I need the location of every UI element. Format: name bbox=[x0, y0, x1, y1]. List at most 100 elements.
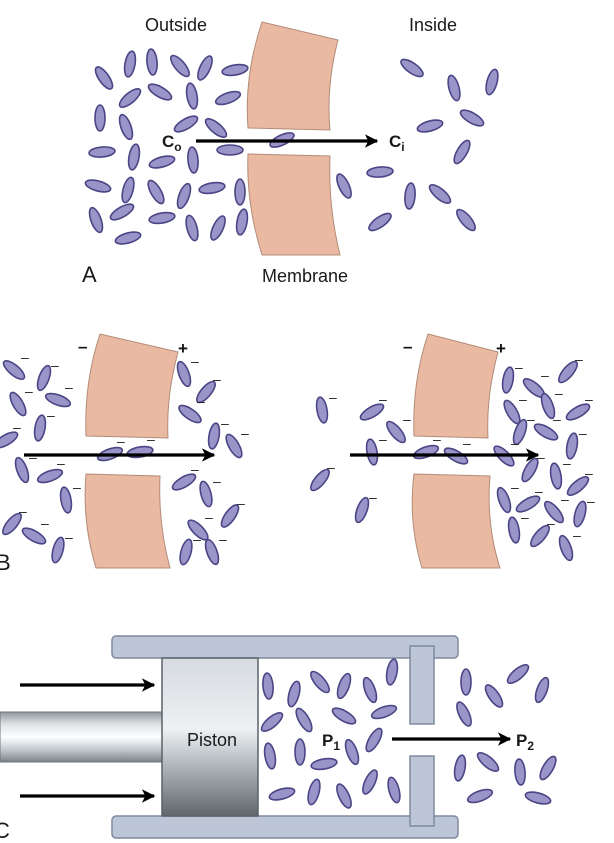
anion bbox=[2, 512, 22, 536]
cylinder-top-wall bbox=[111, 635, 459, 659]
anion-charge-sign: – bbox=[191, 353, 199, 369]
anion-charge-sign: – bbox=[511, 479, 519, 495]
anion-charge-sign: – bbox=[561, 491, 569, 507]
anion bbox=[544, 500, 564, 524]
anion bbox=[558, 534, 574, 562]
panel-c: Piston bbox=[0, 635, 557, 843]
panel-c-letter: C bbox=[0, 818, 10, 843]
molecule-group-outside bbox=[84, 48, 249, 245]
anion-charge-sign: – bbox=[547, 515, 555, 531]
anion bbox=[178, 404, 202, 424]
anion bbox=[512, 418, 528, 446]
anion-charge-sign: – bbox=[511, 435, 519, 451]
anion-charge-sign: – bbox=[329, 389, 337, 405]
anion bbox=[558, 360, 578, 384]
membrane-upper bbox=[246, 21, 339, 131]
anion bbox=[14, 456, 30, 484]
anion-charge-sign: – bbox=[219, 531, 227, 547]
anion-charge-sign: – bbox=[65, 529, 73, 545]
panel-b: – + – + B ––––––––––––––––––––––––– ––––… bbox=[0, 333, 595, 575]
conc-outside-label: Co bbox=[162, 132, 182, 154]
anion-charge-sign: – bbox=[197, 393, 205, 409]
anion-charge-sign: – bbox=[241, 425, 249, 441]
anion bbox=[496, 486, 512, 514]
anion-charge-sign: – bbox=[213, 473, 221, 489]
anion bbox=[549, 462, 563, 490]
anion-charge-sign: – bbox=[563, 455, 571, 471]
membrane-b-right-upper bbox=[413, 333, 499, 439]
anion-charge-sign: – bbox=[585, 391, 593, 407]
anion bbox=[315, 396, 329, 424]
anion bbox=[566, 476, 590, 496]
anion-charge-sign: – bbox=[205, 509, 213, 525]
anion-charge-sign: – bbox=[65, 379, 73, 395]
anion bbox=[0, 431, 19, 449]
anion-charge-sign: – bbox=[51, 357, 59, 373]
anion-charge-sign: – bbox=[369, 489, 377, 505]
anion-charge-sign: – bbox=[13, 419, 21, 435]
membrane-b-left-lower bbox=[84, 473, 171, 569]
anion-charge-sign: – bbox=[553, 411, 561, 427]
cylinder-end-wall-lower bbox=[409, 755, 435, 827]
anion bbox=[204, 538, 220, 566]
anion-charge-sign: – bbox=[213, 371, 221, 387]
anion-charge-sign: – bbox=[41, 515, 49, 531]
anion-charge-sign: – bbox=[433, 431, 441, 447]
anion-charge-sign: – bbox=[21, 349, 29, 365]
anion bbox=[21, 527, 47, 545]
membrane-negative-sign: – bbox=[78, 337, 87, 356]
anion bbox=[507, 516, 521, 544]
cylinder-end-wall-upper bbox=[409, 645, 435, 725]
anion-charge-sign: – bbox=[147, 431, 155, 447]
piston-label: Piston bbox=[187, 730, 237, 750]
anion-charge-sign: – bbox=[379, 431, 387, 447]
anion-charge-sign: – bbox=[537, 449, 545, 465]
molecule-group-exterior bbox=[453, 664, 557, 805]
anion-charge-sign: – bbox=[521, 509, 529, 525]
anion bbox=[359, 403, 385, 421]
anion bbox=[59, 486, 73, 514]
anion bbox=[207, 422, 221, 450]
anion bbox=[33, 414, 47, 442]
anion bbox=[225, 433, 243, 459]
anion bbox=[179, 538, 193, 566]
anion-charge-sign: – bbox=[73, 479, 81, 495]
anion-charge-sign: – bbox=[515, 359, 523, 375]
anion bbox=[176, 360, 192, 388]
anion bbox=[540, 392, 556, 420]
anion bbox=[501, 366, 515, 394]
pressure-1-label: P1 bbox=[322, 731, 340, 753]
anion bbox=[354, 496, 370, 524]
inside-label: Inside bbox=[409, 15, 457, 35]
anion-charge-sign: – bbox=[25, 383, 33, 399]
anion bbox=[220, 504, 240, 528]
membrane-b-left-upper bbox=[85, 333, 179, 439]
molecule-group-chamber bbox=[260, 658, 401, 809]
piston bbox=[161, 657, 259, 817]
membrane-positive-sign: + bbox=[178, 339, 188, 358]
anion-charge-sign: – bbox=[573, 527, 581, 543]
anion bbox=[310, 468, 330, 492]
anion bbox=[533, 423, 559, 441]
panel-a: Outside Inside Membrane A bbox=[82, 15, 499, 287]
anion bbox=[9, 391, 27, 417]
anion-charge-sign: – bbox=[585, 465, 593, 481]
panel-a-letter: A bbox=[82, 262, 97, 287]
anion bbox=[196, 380, 216, 404]
anion-charge-sign: – bbox=[587, 493, 595, 509]
anion bbox=[365, 438, 379, 466]
membrane-lower bbox=[247, 153, 341, 256]
anion bbox=[530, 524, 550, 548]
membrane-label: Membrane bbox=[262, 266, 348, 286]
anion bbox=[565, 432, 579, 460]
anion-charge-sign: – bbox=[535, 483, 543, 499]
anion-charge-sign: – bbox=[379, 391, 387, 407]
membrane-positive-sign: + bbox=[496, 339, 506, 358]
anion bbox=[386, 420, 406, 444]
cylinder-bottom-wall bbox=[111, 815, 459, 839]
anion-charge-sign: – bbox=[403, 411, 411, 427]
anion-charge-sign: – bbox=[19, 503, 27, 519]
anion-charge-sign: – bbox=[541, 367, 549, 383]
membrane-negative-sign: – bbox=[403, 337, 412, 356]
